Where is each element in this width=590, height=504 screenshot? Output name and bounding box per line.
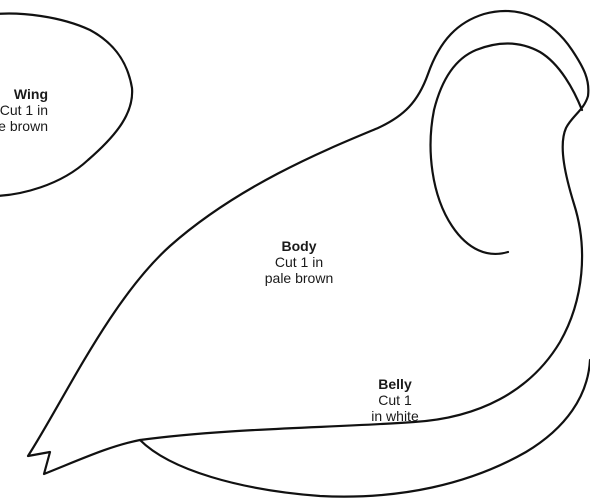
wing-outline — [0, 12, 134, 197]
belly-color-instruction: in white — [371, 408, 419, 424]
belly-name: Belly — [378, 376, 412, 392]
body-name: Body — [281, 238, 317, 254]
wing-name: Wing — [13, 86, 48, 102]
body-label: Body Cut 1 in pale brown — [244, 238, 354, 286]
body-color-instruction: pale brown — [264, 270, 334, 286]
belly-outline — [138, 358, 590, 498]
wing-label: Wing Cut 1 in pale brown — [0, 86, 48, 134]
body-neck-curve — [429, 42, 584, 256]
belly-label: Belly Cut 1 in white — [350, 376, 440, 424]
wing-color-instruction: pale brown — [0, 118, 48, 134]
belly-cut-instruction: Cut 1 — [378, 392, 412, 408]
wing-cut-instruction: Cut 1 in — [0, 102, 48, 118]
body-cut-instruction: Cut 1 in — [274, 254, 324, 270]
body-outline — [26, 9, 590, 476]
